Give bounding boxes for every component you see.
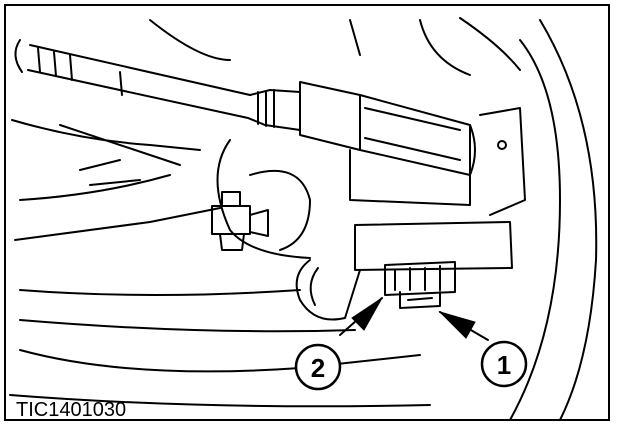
sensor-body (299, 81, 476, 206)
callout-1-arrowhead (438, 310, 476, 339)
mounting-bracket (295, 107, 526, 321)
electrical-connector (384, 261, 456, 309)
bolt (211, 191, 269, 251)
figure-caption: TIC1401030 (16, 399, 127, 421)
callout-1: 1 (480, 340, 528, 388)
cable-hose (14, 39, 301, 131)
callout-2-label: 2 (311, 353, 325, 383)
callout-2: 2 (294, 343, 342, 391)
callout-2-arrowhead (351, 297, 383, 331)
callout-1-label: 1 (497, 350, 511, 380)
background-structure (9, 17, 598, 421)
